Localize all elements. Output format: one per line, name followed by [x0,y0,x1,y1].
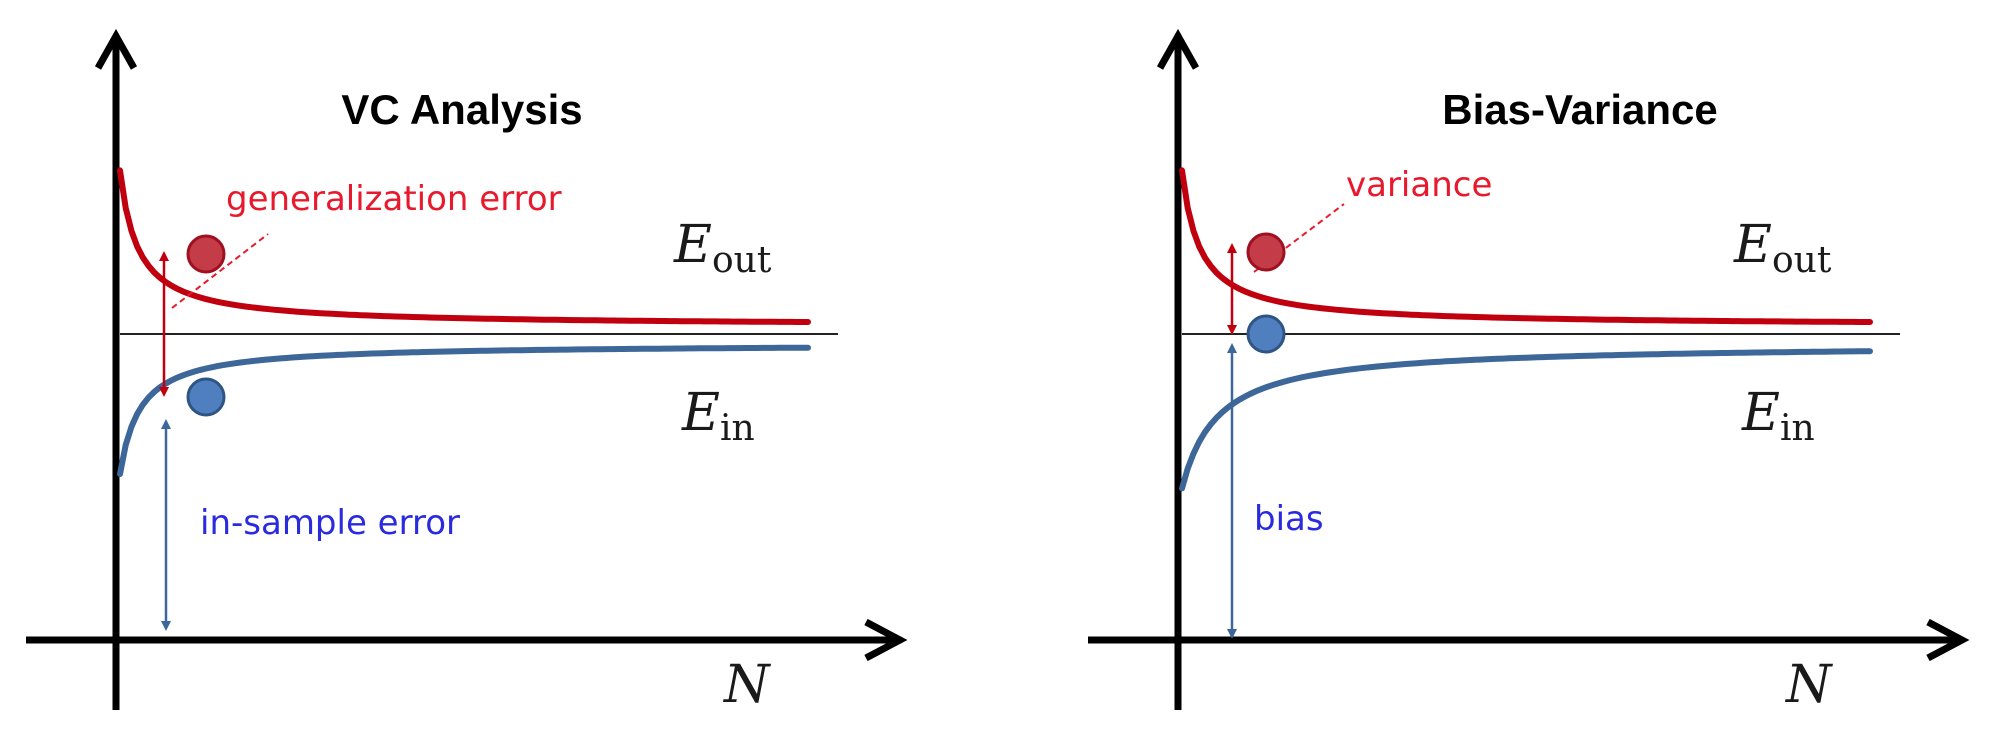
eout-label: Eout [673,215,772,281]
panel-bias-variance: Bias-Variance variance bias Eout Ein N [1088,28,1970,715]
in-sample-error-label: in-sample error [200,503,460,543]
x-axis-arrowhead [1926,618,1970,662]
average-hypothesis-point [1246,314,1286,354]
bias-label: bias [1254,499,1324,539]
x-axis-label: N [1784,655,1833,715]
eout-point [1246,232,1286,272]
eout-label: Eout [1733,215,1832,281]
panel-vc-analysis: VC Analysis generalization error in-samp… [26,28,908,715]
variance-pointer [1253,203,1345,273]
ein-label: Ein [1741,383,1815,449]
eout-curve [117,167,811,325]
panel-title: Bias-Variance [1442,86,1718,133]
ein-curve [1179,348,1873,492]
y-axis-arrowhead [1156,28,1200,70]
variance-label: variance [1346,165,1492,205]
panel-title: VC Analysis [341,86,582,133]
eout-point [186,234,226,274]
x-axis-arrowhead [864,618,908,662]
generalization-error-label: generalization error [226,179,562,219]
generalization-error-pointer [171,233,269,309]
eout-curve [1179,167,1873,325]
x-axis-label: N [722,655,771,715]
y-axis-arrowhead [94,28,138,70]
ein-curve [117,344,811,477]
ein-label: Ein [681,383,755,449]
ein-point [186,377,226,417]
